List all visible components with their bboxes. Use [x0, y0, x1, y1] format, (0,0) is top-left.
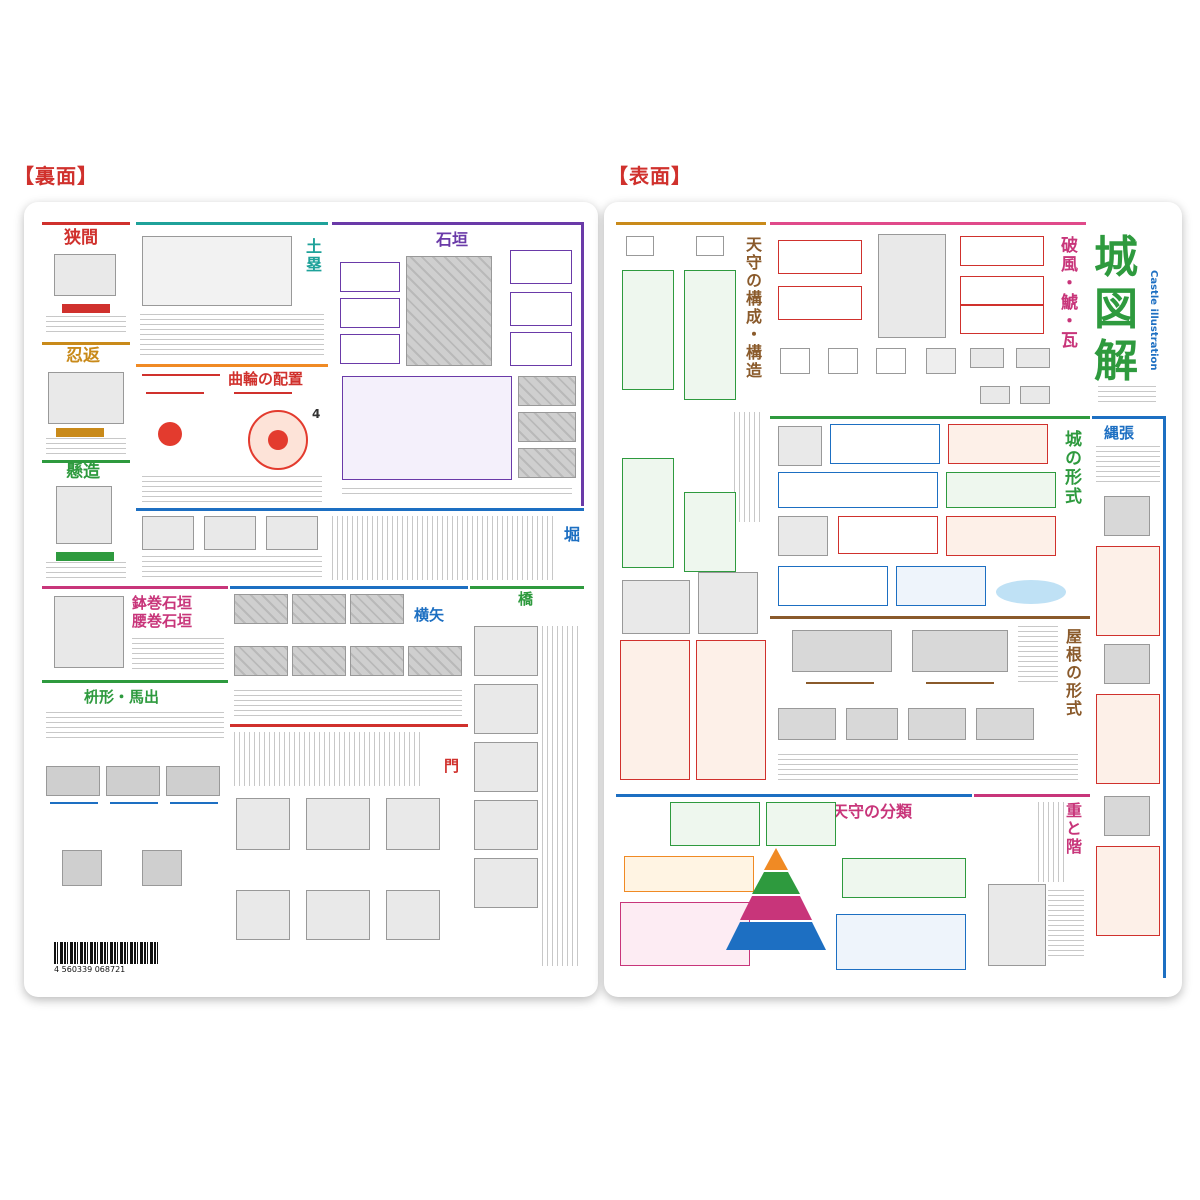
- section-yokoya: 横矢: [230, 586, 468, 722]
- hachimaki-illustration: [54, 596, 124, 668]
- tenshu-illustration-1: [622, 580, 690, 634]
- section-shinobi: 忍返: [42, 342, 130, 460]
- kake-illustration: [56, 486, 112, 544]
- jyu-illustration: [988, 884, 1046, 966]
- tenshu-kousei-title: 天守の構成・構造: [743, 236, 762, 380]
- bunrui-pyramid: [726, 848, 826, 950]
- logo-title: 城図解: [1094, 232, 1138, 387]
- section-yane: 屋根の形式: [770, 616, 1090, 792]
- section-jyu: 重と階: [974, 794, 1090, 978]
- hafu-title: 破風・鯱・瓦: [1057, 236, 1077, 350]
- hachimaki-title-1: 鉢巻石垣: [132, 594, 193, 612]
- sama-label-pill: [62, 304, 110, 313]
- ishigaki-illustration: [406, 256, 492, 366]
- section-bunrui: 天守の分類: [616, 794, 972, 978]
- shinobi-illustration: [48, 372, 124, 424]
- kake-title: 懸造: [66, 462, 100, 482]
- masugata-title: 枡形・馬出: [84, 688, 160, 706]
- section-dorui: 土塁: [136, 222, 328, 362]
- hafu-illustration: [878, 234, 946, 338]
- yokoya-title: 横矢: [414, 606, 445, 624]
- hashi-title: 橋: [518, 590, 534, 608]
- yane-title: 屋根の形式: [1063, 628, 1082, 718]
- dorui-title: 土塁: [303, 238, 322, 274]
- dorui-illustration: [142, 236, 292, 306]
- mon-title: 門: [442, 758, 460, 775]
- ishigaki-title: 石垣: [436, 230, 469, 249]
- section-mon: 門: [230, 724, 468, 978]
- front-sheet: 天守の構成・構造 破風・鯱・瓦 城図解 Castle illustratio: [604, 202, 1182, 997]
- jyu-title: 重と階: [1063, 802, 1082, 856]
- hachimaki-title-2: 腰巻石垣: [132, 612, 193, 630]
- section-hachimaki: 鉢巻石垣 腰巻石垣: [42, 586, 228, 678]
- section-kuruwa: 曲輪の配置 4: [136, 364, 328, 506]
- section-ishigaki: 石垣: [332, 222, 584, 506]
- bunrui-title: 天守の分類: [832, 802, 913, 821]
- kuruwa-title: 曲輪の配置: [228, 370, 304, 388]
- sama-title: 狭間: [64, 228, 98, 248]
- nawabari-title: 縄張: [1104, 424, 1135, 442]
- tenshu-illustration-2: [698, 572, 758, 634]
- section-kake: 懸造: [42, 460, 130, 582]
- section-tenshu-kousei: 天守の構成・構造: [616, 222, 766, 790]
- barcode: [54, 942, 160, 964]
- front-side-label: 【表面】: [608, 164, 692, 188]
- ishigaki-type-table: [342, 376, 512, 480]
- back-side-label: 【裏面】: [14, 164, 98, 188]
- section-masugata: 枡形・馬出 4 560339 068721: [42, 680, 228, 978]
- hori-title: 堀: [561, 526, 580, 544]
- logo-block: 城図解 Castle illustration: [1090, 222, 1166, 414]
- shinobi-title: 忍返: [66, 346, 100, 366]
- kuruwa-subnumber: 4: [312, 407, 321, 421]
- barcode-number: 4 560339 068721: [54, 965, 126, 974]
- section-nawabari: 縄張: [1092, 416, 1166, 978]
- sama-illustration: [54, 254, 116, 296]
- logo-subtitle: Castle illustration: [1148, 270, 1159, 371]
- honmaru-node: [158, 422, 182, 446]
- section-shiro-keishiki: 城の形式: [770, 416, 1090, 614]
- shiro-keishiki-title: 城の形式: [1061, 430, 1081, 506]
- section-hashi: 橋: [470, 586, 584, 978]
- section-hori: 堀: [136, 508, 584, 584]
- section-sama: 狭間: [42, 222, 130, 340]
- back-sheet: 狭間 忍返 懸造 土塁 石垣: [24, 202, 598, 997]
- section-hafu: 破風・鯱・瓦: [770, 222, 1086, 414]
